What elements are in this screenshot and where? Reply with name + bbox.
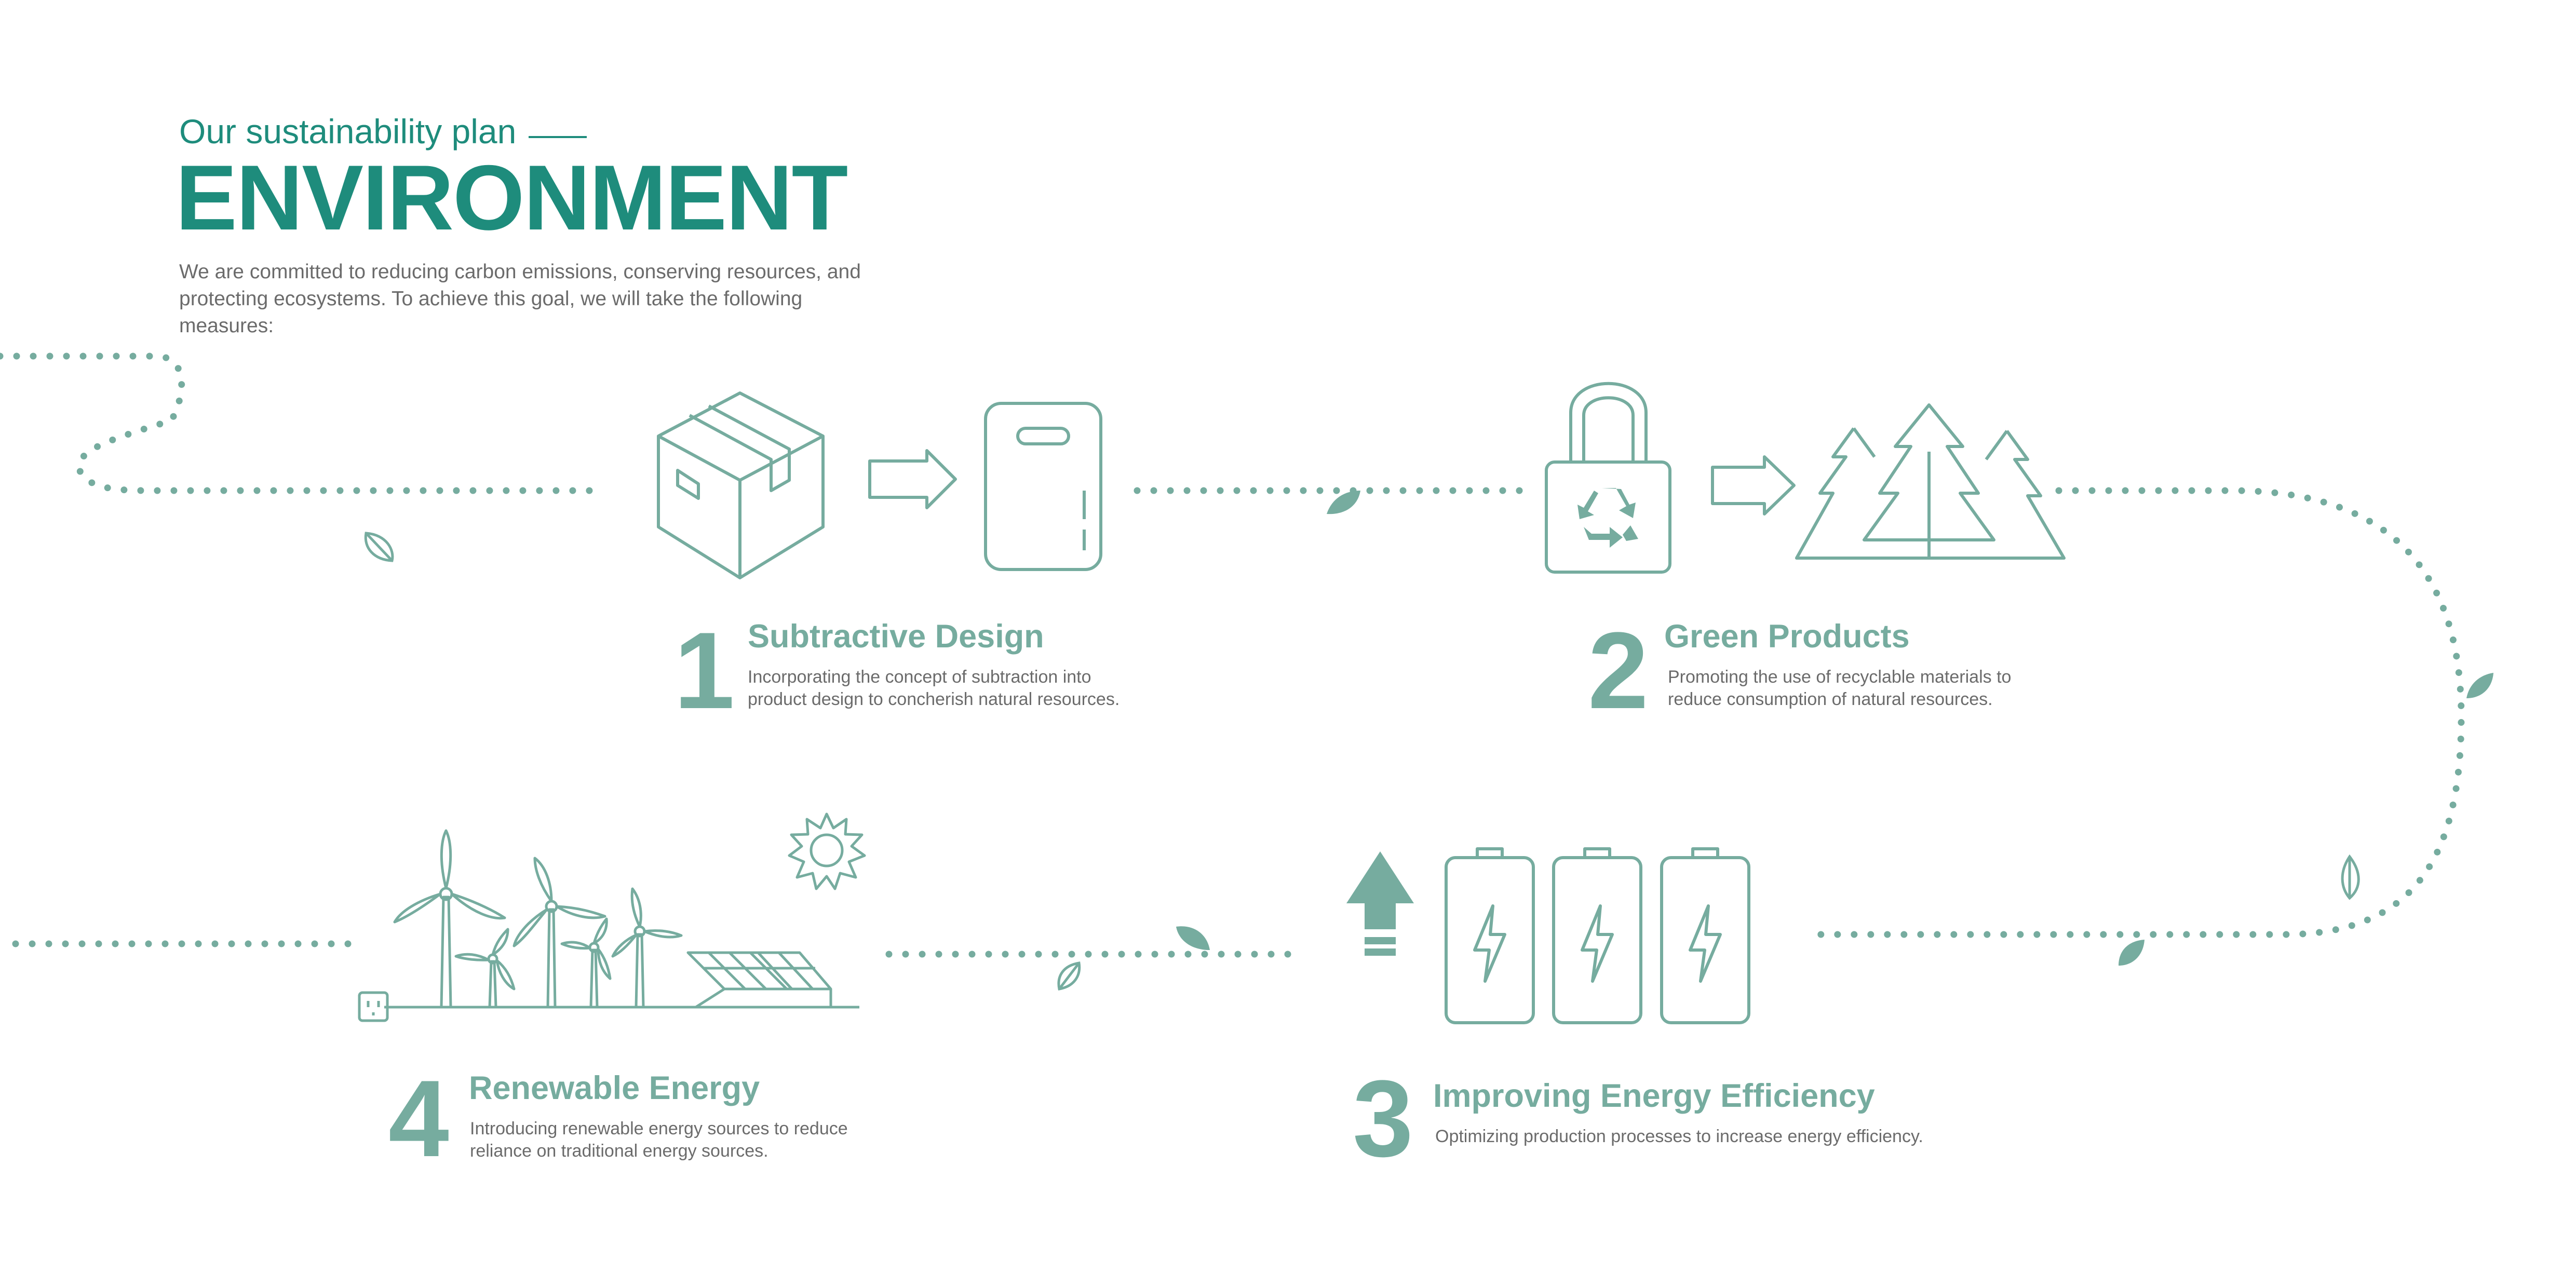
battery-icon [1445,847,1535,1024]
solar-panel-icon [686,951,832,1009]
subtitle-rule [529,136,587,138]
leaf-icon [2119,940,2145,966]
step-description: Optimizing production processes to incre… [1435,1127,1923,1146]
step-number: 3 [1353,1057,1413,1179]
leaf-icon [1057,961,1081,991]
step-title: Renewable Energy [469,1070,760,1106]
battery-icons [1445,847,1750,1024]
step-description: Promoting the use of recyclable material… [1668,667,2012,709]
wind-turbine-icon [454,928,516,1008]
wind-turbine-icon [611,887,683,1008]
leaf-icon [364,532,394,562]
leaf-icons [1176,491,2493,966]
arrow-right-icon [868,449,957,509]
leaf-outline-icons [364,532,2360,991]
sun-icon [788,812,866,890]
step-number: 4 [388,1057,449,1179]
wind-turbine-icon [393,829,506,1008]
pine-trees-icon [1795,403,2066,560]
step-title: Subtractive Design [748,618,1044,655]
step-title: Green Products [1664,618,1910,655]
wind-turbine-icon [560,917,612,1008]
subtitle: Our sustainability plan [179,112,517,151]
step-number: 1 [674,609,735,731]
leaf-icon [2466,673,2493,698]
recycle-bag-icon [1545,382,1671,574]
box-icon [657,391,825,579]
up-arrow-icon [1346,851,1414,956]
step-description: Incorporating the concept of subtraction… [748,667,1120,709]
leaf-icon [1327,491,1360,514]
shopping-bag-icon [984,402,1102,571]
step-number: 2 [1588,609,1649,731]
leaf-icon [2341,854,2360,900]
recycle-icon [1577,488,1638,548]
wind-turbine-icon [512,857,606,1008]
step-description: Introducing renewable energy sources to … [470,1119,848,1161]
leaf-icon [1176,926,1210,950]
dotted-path [0,352,2465,958]
battery-icon [1552,847,1642,1024]
step-title: Improving Energy Efficiency [1433,1078,1875,1114]
battery-icon [1660,847,1750,1024]
arrow-right-icon [1711,455,1796,516]
intro-text: We are committed to reducing carbon emis… [179,261,861,337]
renewable-energy-icon [358,812,866,1022]
power-outlet-icon [358,991,389,1022]
page-title: ENVIRONMENT [176,146,848,249]
